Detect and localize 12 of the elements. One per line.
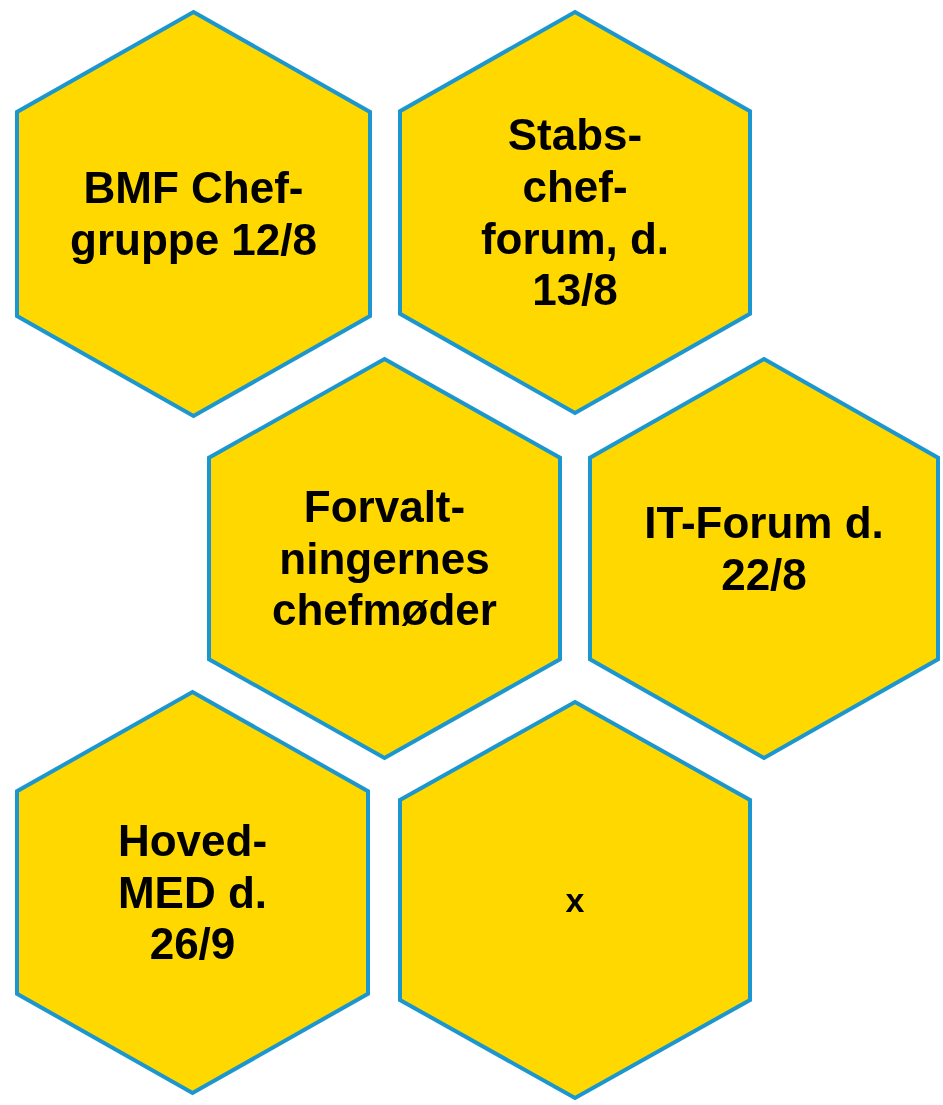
hexagon [207, 357, 562, 760]
hexagon-label: IT-Forum d. 22/8 [643, 496, 885, 601]
hexagon [15, 10, 372, 418]
hexagon-label: BMF Chef- gruppe 12/8 [69, 162, 318, 266]
hexagon-label: Hoved- MED d. 26/9 [116, 814, 269, 971]
hexagon-label: Stabs- chef- forum, d. 13/8 [479, 108, 671, 317]
hexagon [398, 10, 752, 415]
hexagon [15, 690, 370, 1095]
hexagon-label: Forvalt- ningernes chefmøder [271, 480, 498, 637]
hexagon [588, 357, 940, 760]
hexagon [398, 700, 752, 1100]
hexagon-label: x [564, 879, 586, 921]
